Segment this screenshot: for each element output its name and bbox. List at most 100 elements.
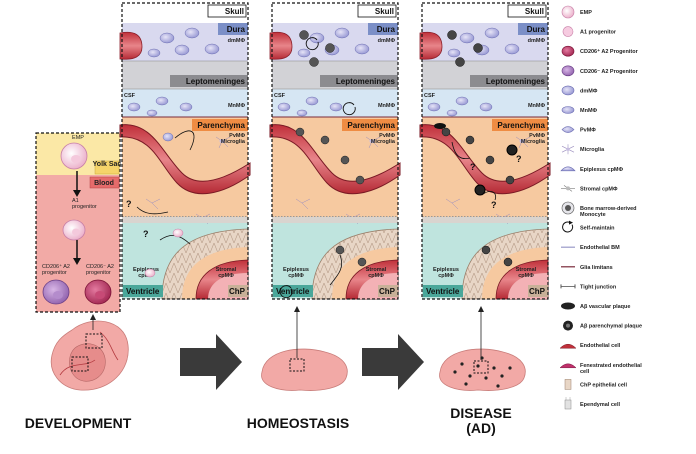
brain-layer-panel-development: Skull Dura dmMΦ Leptomeninges CSF MnMΦ P… — [119, 2, 251, 300]
microglia-label: Microglia — [521, 139, 546, 145]
dm-macrophage-icon — [561, 85, 575, 96]
legend-item: Endothelial cell — [559, 343, 621, 349]
legend-label: EMP — [580, 10, 592, 16]
legend-item: Glia limitans — [561, 265, 613, 271]
legend-label: Endothelial cell — [580, 343, 621, 349]
legend-item: Epiplexus cpMΦ — [560, 166, 624, 173]
progression-arrow — [362, 334, 424, 390]
legend-label: Glia limitans — [580, 265, 613, 271]
stage-disease: DISEASE(AD) — [450, 405, 511, 436]
cd206-neg-icon — [561, 65, 575, 77]
legend-item: MnMΦ — [561, 106, 598, 114]
legend-label: ChP epithelial cell — [580, 382, 627, 388]
legend-label: CD206⁺ A2 Progenitor — [580, 48, 639, 55]
legend-label: Aβ parenchymal plaque — [580, 324, 642, 330]
emp-cell-nucleus — [71, 155, 81, 163]
legend-label: Microglia — [580, 147, 605, 153]
dm-macrophage-label: dmMΦ — [228, 38, 246, 44]
embryo-illustration — [50, 320, 129, 391]
yolk-sac-label: Yolk Sac — [93, 161, 122, 168]
cd206-pos-icon — [561, 45, 575, 57]
mn-macrophage-label: MnMΦ — [528, 103, 546, 109]
adult-brain-homeostasis — [261, 348, 348, 391]
dura-label: Dura — [527, 25, 546, 34]
homeostasis-overlays — [279, 30, 367, 299]
dura-label: Dura — [227, 25, 246, 34]
brain-layer-panel-disease: Skull Dura dmMΦ Leptomeninges CSF MnMΦ P… — [419, 2, 551, 300]
chp-label: ChP — [529, 287, 546, 296]
progression-arrow — [180, 334, 242, 390]
tight-junction-icon — [560, 284, 576, 289]
parenchyma-label: Parenchyma — [197, 121, 245, 130]
brain-layer-panel-homeostasis: Skull Dura dmMΦ Leptomeninges CSF MnMΦ P… — [269, 2, 401, 300]
fenestrated-cell-icon — [559, 363, 577, 369]
legend-item: Aβ vascular plaque — [561, 302, 630, 310]
dm-macrophage-label: dmMΦ — [378, 38, 396, 44]
chp-label: ChP — [379, 287, 396, 296]
development-overlays: ? ? — [126, 130, 195, 278]
legend-item: ChP epithelial cell — [564, 379, 627, 390]
question-mark: ? — [491, 200, 497, 210]
dm-macrophage-label: dmMΦ — [528, 38, 546, 44]
legend-label: Aβ vascular plaque — [580, 304, 630, 310]
leptomeninges-label: Leptomeninges — [336, 77, 396, 86]
legend-item: Ependymal cell — [564, 397, 621, 410]
legend-label: Ependymal cell — [580, 402, 621, 408]
leptomeninges-label: Leptomeninges — [186, 77, 246, 86]
emp-cell-icon — [561, 5, 575, 19]
question-mark: ? — [126, 199, 132, 209]
ependymal-cell-icon — [564, 397, 572, 410]
legend-item: CD206⁺ A2 Progenitor — [561, 45, 639, 57]
legend-label: Epiplexus cpMΦ — [580, 167, 624, 173]
legend-label: MnMΦ — [580, 108, 598, 114]
self-maintain-icon — [562, 220, 574, 233]
adult-brain-ad — [439, 348, 526, 391]
legend-item: CD206⁻ A2 Progenitor — [561, 65, 639, 77]
legend-item: Endothelial BM — [561, 245, 620, 251]
legend-label: Endothelial BM — [580, 245, 620, 251]
legend-item: Self-maintain — [562, 220, 615, 233]
a1-progenitor-icon — [562, 26, 574, 37]
legend-item: Aβ parenchymal plaque — [563, 320, 642, 331]
legend-label: A1 progenitor — [580, 30, 617, 36]
stage-development: DEVELOPMENT — [25, 415, 132, 431]
question-mark: ? — [516, 154, 522, 164]
legend-item: dmMΦ — [561, 85, 598, 96]
mn-macrophage-icon — [561, 106, 575, 114]
stromal-icon — [561, 185, 575, 192]
question-mark: ? — [470, 162, 476, 172]
csf-label: CSF — [124, 93, 136, 99]
emp-label: EMP — [72, 135, 84, 141]
parenchyma-label: Parenchyma — [347, 121, 395, 130]
ventricle-label: Ventricle — [126, 287, 160, 296]
leptomeninges-label: Leptomeninges — [486, 77, 546, 86]
legend-label: dmMΦ — [580, 88, 598, 94]
microglia-label: Microglia — [371, 139, 396, 145]
pv-macrophage-label: PvMΦ — [229, 133, 245, 139]
legend-item: A1 progenitor — [562, 26, 617, 37]
legend-label: PvMΦ — [580, 128, 596, 134]
chp-epithelial-icon — [564, 379, 572, 390]
legend-label: Self-maintain — [580, 226, 615, 232]
microglia-label: Microglia — [221, 139, 246, 145]
endothelial-cell-icon — [559, 343, 577, 349]
parenchyma-label: Parenchyma — [497, 121, 545, 130]
legend-item: Tight junction — [560, 284, 617, 290]
blood-label: Blood — [94, 180, 114, 187]
pv-macrophage-label: PvMΦ — [529, 133, 545, 139]
